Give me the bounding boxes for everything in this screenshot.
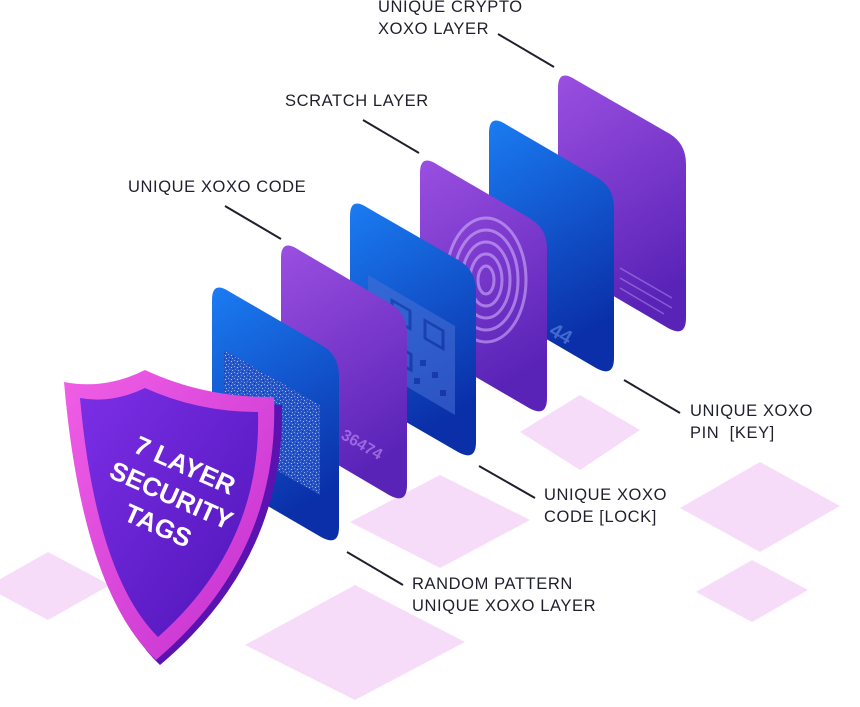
leader-line-pin (623, 379, 681, 414)
label-scratch-line-1: SCRATCH LAYER (285, 92, 429, 110)
leader-line-scratch (362, 119, 420, 154)
label-crypto-line-1: UNIQUE CRYPTO (378, 0, 523, 16)
leader-line-random (346, 551, 404, 586)
floor-tiles (0, 395, 840, 700)
floor-tile (696, 560, 808, 622)
security-shield: 7 LAYER SECURITY TAGS (64, 370, 283, 665)
label-lock-line-1: UNIQUE XOXO (544, 486, 668, 504)
label-pin-line-2: PIN [KEY] (690, 424, 775, 442)
label-code-line-1: UNIQUE XOXO CODE (128, 178, 307, 196)
label-random-line-2: UNIQUE XOXO LAYER (412, 597, 597, 615)
layer-cards: 44 (212, 75, 686, 541)
leader-line-code (224, 205, 282, 240)
label-lock-line-2: CODE [LOCK] (544, 508, 657, 526)
floor-tile (520, 395, 640, 470)
leader-line-crypto (497, 33, 555, 68)
floor-tile (350, 475, 530, 568)
floor-tile (245, 585, 465, 700)
floor-tile (0, 552, 110, 620)
leader-line-lock (478, 465, 536, 499)
floor-tile (680, 462, 840, 552)
label-random-line-1: RANDOM PATTERN (412, 575, 573, 593)
label-scratch-layer: SCRATCH LAYER (285, 90, 429, 112)
label-crypto-layer: UNIQUE CRYPTO XOXO LAYER (378, 0, 523, 40)
label-unique-code: UNIQUE XOXO CODE (128, 176, 306, 198)
label-pin-line-1: UNIQUE XOXO (690, 402, 814, 420)
label-random-pattern: RANDOM PATTERN UNIQUE XOXO LAYER (412, 573, 596, 617)
label-crypto-line-2: XOXO LAYER (378, 20, 490, 38)
label-code-lock: UNIQUE XOXO CODE [LOCK] (544, 484, 667, 528)
leader-lines (224, 33, 681, 586)
label-pin-key: UNIQUE XOXO PIN [KEY] (690, 400, 813, 444)
